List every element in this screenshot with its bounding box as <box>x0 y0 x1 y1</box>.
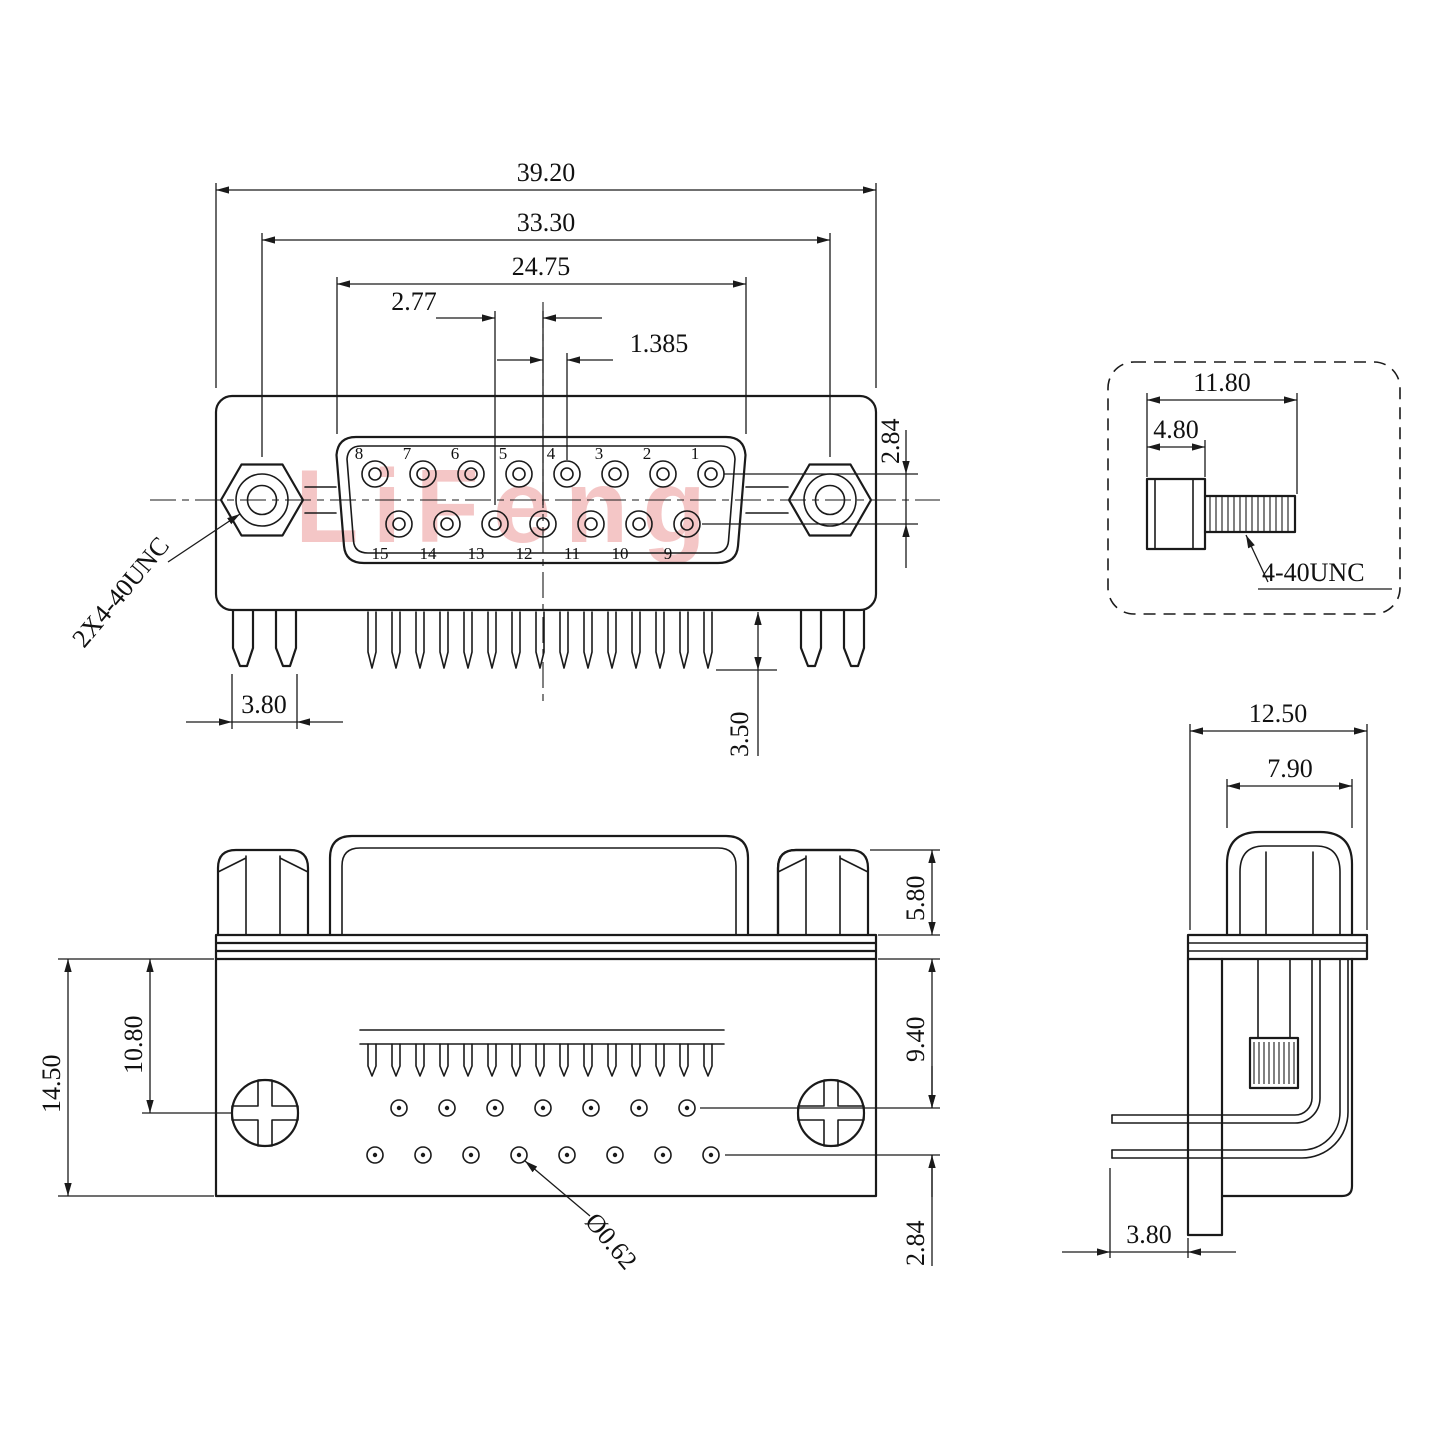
side-flange <box>1186 933 1369 961</box>
pin-number: 4 <box>547 444 556 463</box>
dim-hole-offset: 10.80 <box>119 1016 148 1075</box>
screw-head <box>1145 477 1207 551</box>
pin-comb <box>367 1043 713 1077</box>
dim-tail-length: 3.50 <box>725 712 754 758</box>
flange-lines <box>214 933 878 961</box>
screw-thread-hatch <box>1209 497 1289 531</box>
pin-number: 8 <box>355 444 364 463</box>
side-view: 12.50 7.90 3.80 <box>1062 699 1369 1258</box>
dim-pin-protrusion: 3.80 <box>1126 1220 1172 1249</box>
screw-extension-lines <box>1146 393 1298 494</box>
watermark-text: LiFeng <box>295 449 720 565</box>
side-shell-hump <box>1225 830 1354 937</box>
front-extension-lines <box>215 183 918 756</box>
pin-number: 6 <box>451 444 460 463</box>
dim-body-height: 9.40 <box>901 1017 930 1063</box>
side-shell-hump-inner <box>1239 845 1341 936</box>
leader-thread <box>1245 534 1269 583</box>
pin-comb-band <box>359 1029 725 1045</box>
side-extension-lines <box>1109 724 1368 1258</box>
leader-mount-thread <box>167 513 241 563</box>
thread-stud <box>1248 1036 1300 1090</box>
dim-head-length: 4.80 <box>1153 415 1199 444</box>
label-hole-diameter: Ø0.62 <box>579 1207 643 1275</box>
dim-row-spacing: 2.84 <box>876 419 905 465</box>
rear-body <box>1220 957 1354 1198</box>
bent-pins <box>1111 958 1349 1159</box>
pin-number: 7 <box>403 444 412 463</box>
label-thread: 4-40UNC <box>1262 558 1365 587</box>
pin-number: 13 <box>468 544 485 563</box>
pin-holes-row2 <box>366 1146 720 1164</box>
dim-overall-height: 14.50 <box>37 1055 66 1114</box>
screw-hole-left <box>230 1078 300 1148</box>
mount-peg-left <box>231 609 298 668</box>
shell-cavity-lines <box>304 486 789 514</box>
pin-number: 14 <box>420 544 438 563</box>
screw-hole-right <box>796 1078 866 1148</box>
bottom-view: 14.50 10.80 5.80 9.40 2.84 Ø0.62 <box>37 834 940 1275</box>
pin-number: 5 <box>499 444 508 463</box>
detail-border <box>1107 361 1401 615</box>
pin-number: 10 <box>612 544 629 563</box>
dim-contact-pitch: 2.77 <box>391 287 437 316</box>
contacts-top-row <box>361 460 725 488</box>
pin-number: 2 <box>643 444 652 463</box>
dim-row-stagger: 1.385 <box>630 329 689 358</box>
screw-detail-view: 11.80 4.80 4-40UNC <box>1107 361 1401 615</box>
pin-number: 9 <box>664 544 673 563</box>
standoff-right <box>776 848 870 937</box>
shell-hump-inner <box>341 847 737 936</box>
dim-insert-width: 24.75 <box>512 252 571 281</box>
solder-tails <box>367 611 713 669</box>
mount-peg-right <box>799 609 866 668</box>
shell-hump <box>328 834 750 937</box>
pin-holes-row1 <box>390 1099 696 1117</box>
label-mount-thread: 2X4-40UNC <box>66 531 175 653</box>
dim-standoff-height: 5.80 <box>901 876 930 922</box>
leader-hole-diameter <box>524 1160 591 1217</box>
pin-number: 11 <box>564 544 580 563</box>
shell-outline <box>214 394 878 612</box>
bottom-extension-lines <box>58 849 940 1266</box>
pin-number: 12 <box>516 544 533 563</box>
body-outline <box>214 957 878 1198</box>
dim-row-spacing-bottom: 2.84 <box>901 1221 930 1267</box>
dim-body-depth: 7.90 <box>1267 754 1313 783</box>
standoff-left <box>216 848 310 937</box>
dim-screw-length: 11.80 <box>1193 368 1251 397</box>
hex-nut-left <box>219 463 305 537</box>
pin-number: 15 <box>372 544 389 563</box>
d-insert-inner <box>346 445 736 554</box>
dim-mount-hole-span: 33.30 <box>517 208 576 237</box>
pin-number: 3 <box>595 444 604 463</box>
pin-number: 1 <box>691 444 700 463</box>
contacts-bottom-row <box>385 510 701 538</box>
front-view: 8 7 6 5 4 3 2 1 15 14 13 12 11 10 9 <box>66 158 940 757</box>
thread-stud-hatch <box>1253 1042 1295 1084</box>
stud-neck <box>1257 958 1291 1039</box>
mount-plate <box>1186 957 1224 1237</box>
dim-overall-width: 39.20 <box>517 158 576 187</box>
screw-shaft <box>1203 494 1297 534</box>
dim-overall-depth: 12.50 <box>1249 699 1308 728</box>
d-insert-outer <box>335 435 747 565</box>
dim-peg-width: 3.80 <box>241 690 287 719</box>
